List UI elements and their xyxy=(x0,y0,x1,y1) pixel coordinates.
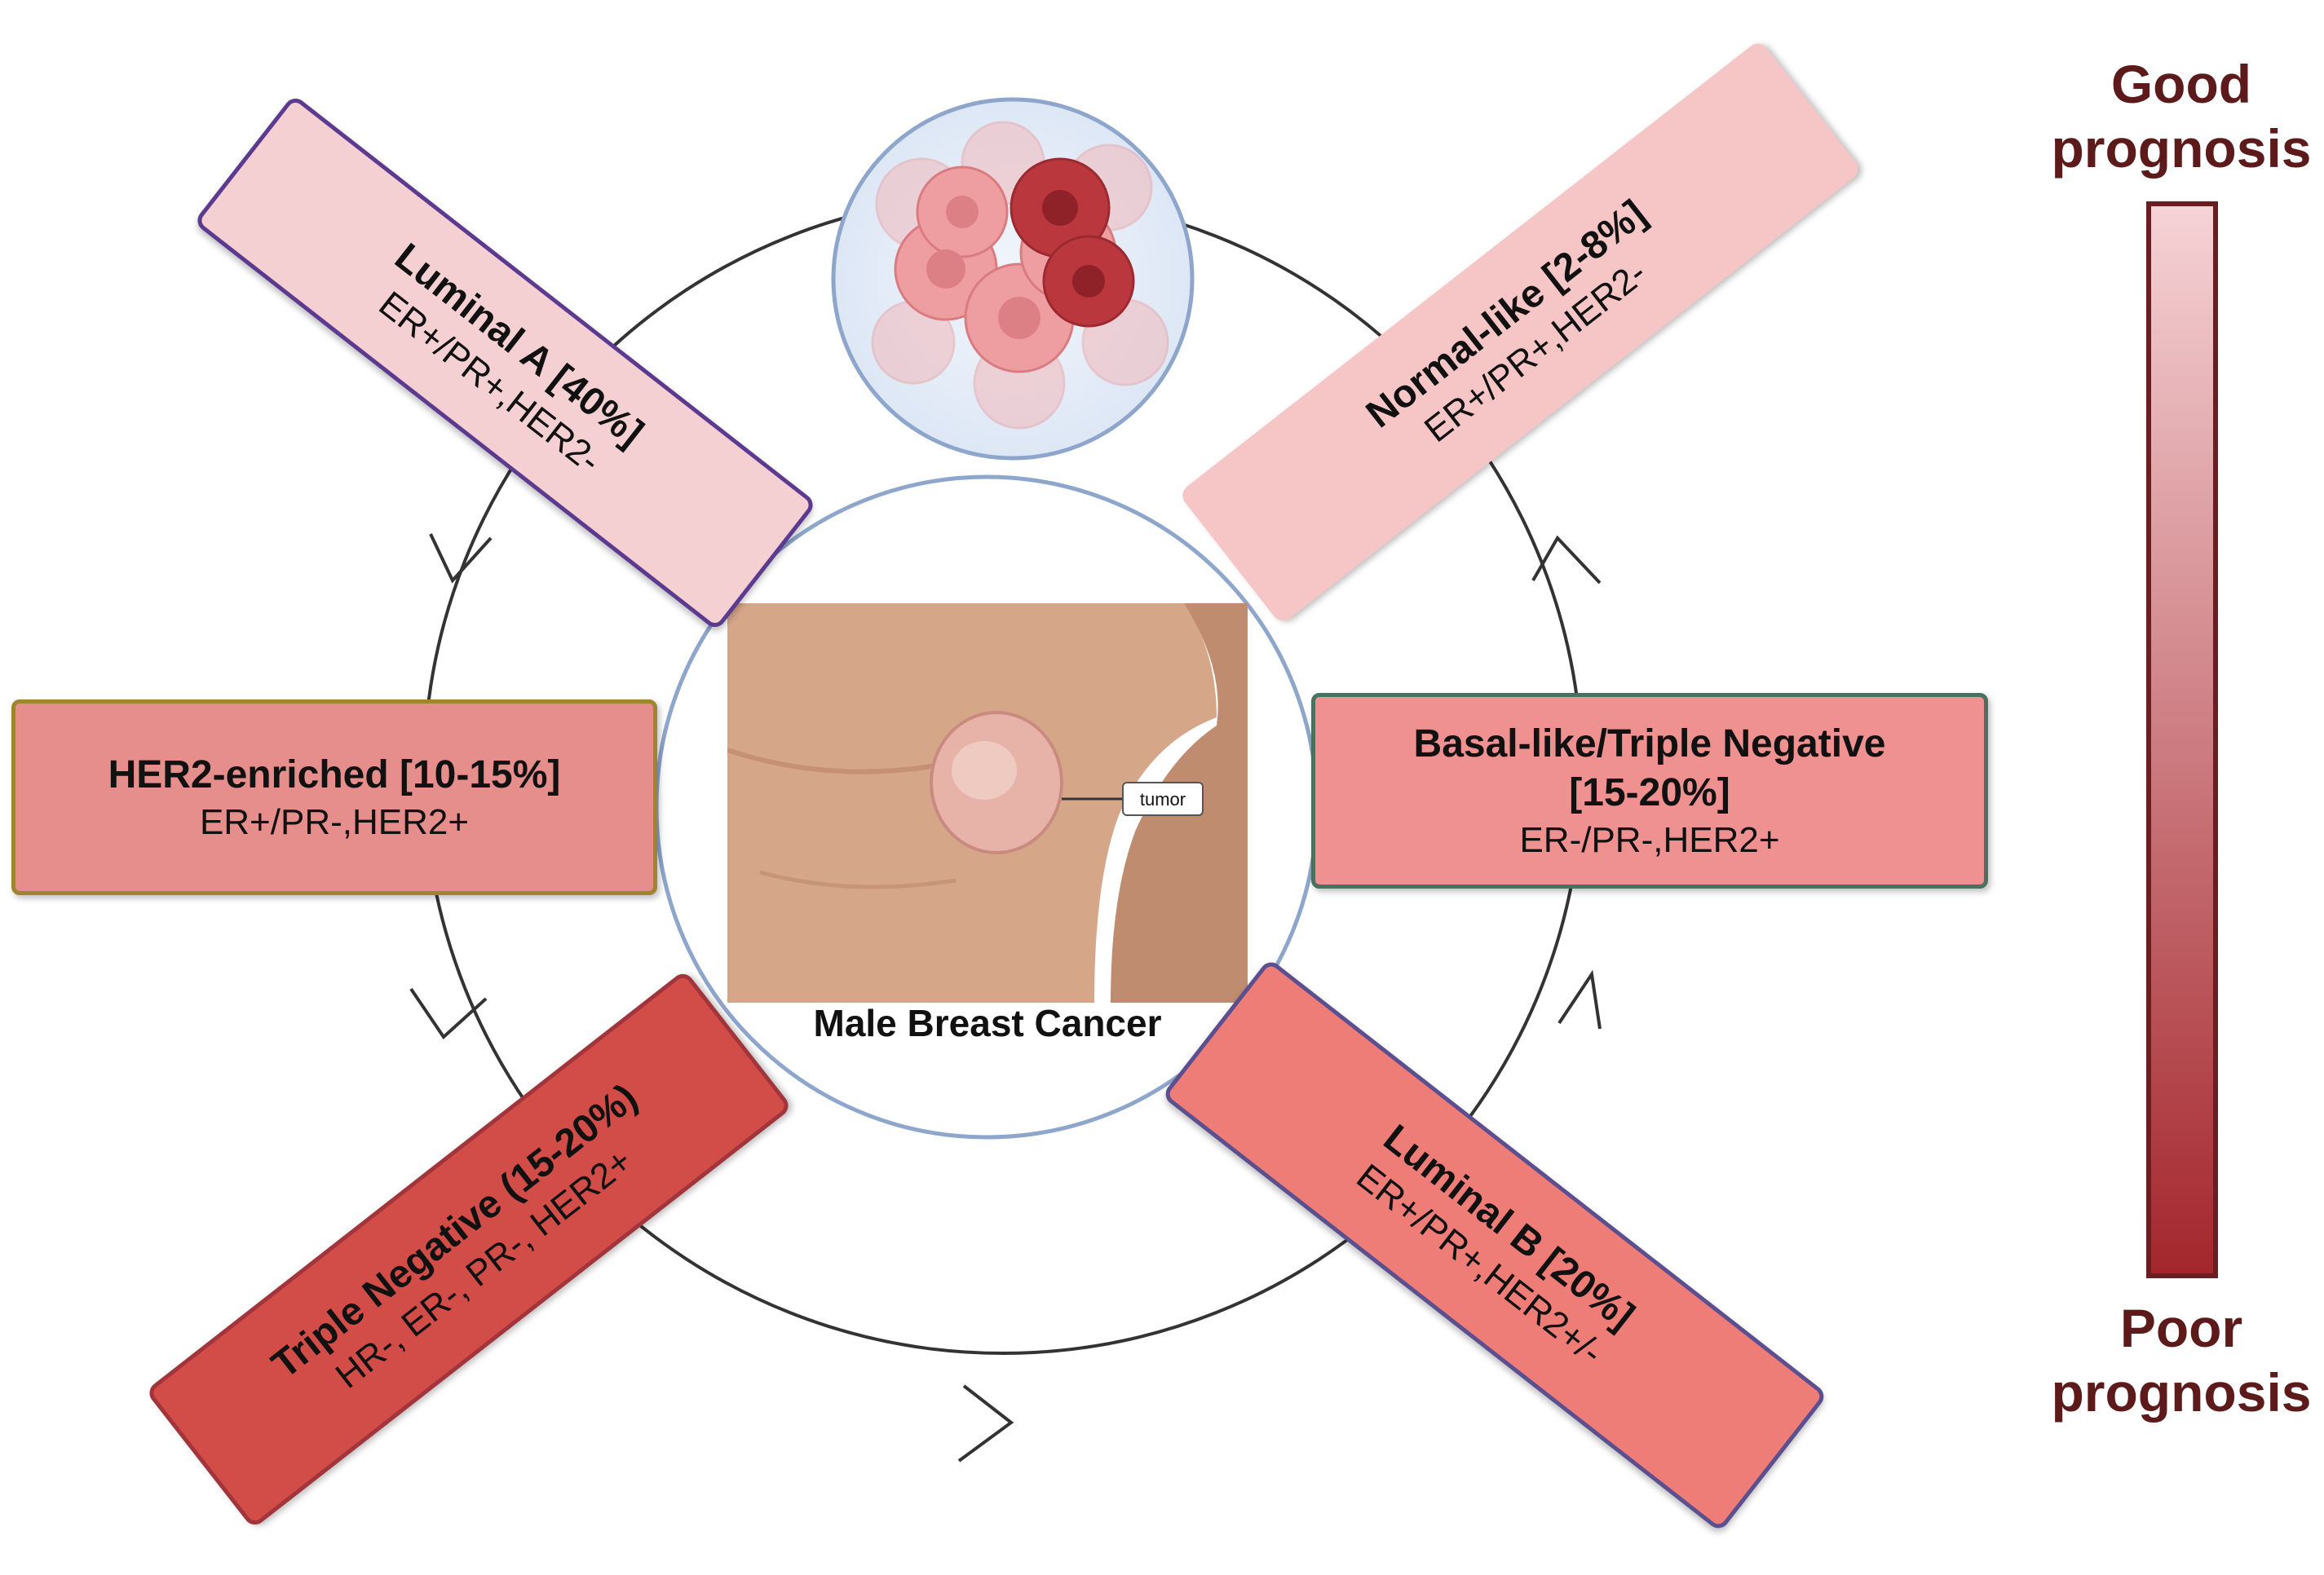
cell-cluster-illustration xyxy=(831,97,1195,461)
ring-arrows xyxy=(409,533,1602,1462)
box-basal-like: Basal-like/Triple Negative [15-20%] ER-/… xyxy=(1311,693,1988,889)
poor-prognosis-line1: Poor xyxy=(2119,1298,2243,1358)
prognosis-gradient-bar xyxy=(2146,201,2218,1278)
basal-like-percent: [15-20%] xyxy=(1569,770,1730,814)
basal-like-title: Basal-like/Triple Negative xyxy=(1413,721,1886,765)
her2-enriched-title: HER2-enriched [10-15%] xyxy=(108,752,561,796)
center-caption: Male Breast Cancer xyxy=(813,1002,1162,1044)
male-breast-cancer-photo: tumor xyxy=(727,603,1248,1003)
arrow-up-right-upper xyxy=(1531,535,1602,585)
chest-illustration: tumor xyxy=(727,603,1248,1003)
arrow-down-left-upper xyxy=(429,533,493,584)
good-prognosis-label: Good prognosis xyxy=(1977,52,2324,181)
box-her2-enriched: HER2-enriched [10-15%] ER+/PR-,HER2+ xyxy=(11,699,657,895)
tumor-label: tumor xyxy=(1140,789,1186,810)
arrow-down-left-lower xyxy=(409,987,488,1040)
her2-enriched-markers: ER+/PR-,HER2+ xyxy=(199,801,470,842)
good-prognosis-line2: prognosis xyxy=(2051,118,2312,179)
arrow-right-bottom xyxy=(957,1384,1014,1462)
arrow-up-right-lower xyxy=(1557,969,1602,1030)
poor-prognosis-label: Poor prognosis xyxy=(1977,1296,2324,1425)
good-prognosis-line1: Good xyxy=(2110,54,2252,114)
basal-like-markers: ER-/PR-,HER2+ xyxy=(1519,819,1780,860)
poor-prognosis-line2: prognosis xyxy=(2051,1362,2312,1423)
